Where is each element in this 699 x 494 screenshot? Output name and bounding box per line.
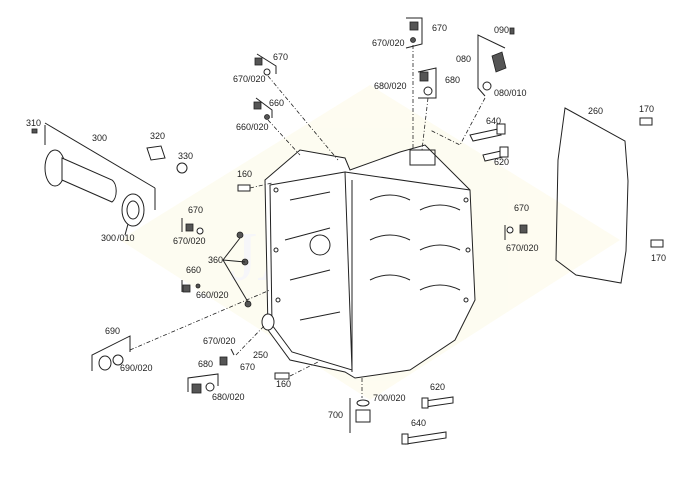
callout-670: 670 [188, 205, 203, 215]
callout-660-020: 660/020 [236, 122, 269, 132]
callout-700-020: 700/020 [373, 393, 406, 403]
callout-250: 250 [253, 350, 268, 360]
callout-680-020: 680/020 [374, 81, 407, 91]
callout-300-010-suffix: /010 [117, 233, 135, 243]
callout-090: 090 [494, 25, 509, 35]
callout-670-020: 670/020 [173, 236, 206, 246]
callout-310: 310 [26, 118, 41, 128]
callout-670-020: 670/020 [203, 336, 236, 346]
callout-670-020: 670/020 [233, 74, 266, 84]
cover-assembly-300 [31, 122, 188, 236]
callout-660-020: 660/020 [196, 290, 229, 300]
callout-640: 640 [486, 116, 501, 126]
callout-690: 690 [105, 326, 120, 336]
callout-670: 670 [514, 203, 529, 213]
callout-670: 670 [432, 23, 447, 33]
callout-670: 670 [273, 52, 288, 62]
callout-700: 700 [328, 410, 343, 420]
callout-680: 680 [445, 75, 460, 85]
callout-690-020: 690/020 [120, 363, 153, 373]
callout-170: 170 [639, 104, 654, 114]
callout-660: 660 [186, 265, 201, 275]
callout-300-010: 300 [101, 233, 116, 243]
callout-labels: 310 300 320 330 300 /010 670 670/020 660… [26, 23, 666, 428]
callout-320: 320 [150, 131, 165, 141]
plugs-and-seals [91, 17, 664, 445]
leader-lines [129, 45, 486, 398]
callout-670: 670 [240, 362, 255, 372]
callout-680: 680 [198, 359, 213, 369]
callout-660: 660 [269, 98, 284, 108]
callout-260: 260 [588, 106, 603, 116]
callout-300: 300 [92, 133, 107, 143]
callout-170: 170 [651, 253, 666, 263]
callout-160: 160 [237, 169, 252, 179]
callout-080: 080 [456, 54, 471, 64]
callout-680-020: 680/020 [212, 392, 245, 402]
callout-670-020: 670/020 [372, 38, 405, 48]
callout-360: 360 [208, 255, 223, 265]
callout-330: 330 [178, 151, 193, 161]
callout-620: 620 [494, 157, 509, 167]
callout-670-020: 670/020 [506, 243, 539, 253]
callout-620: 620 [430, 382, 445, 392]
callout-160: 160 [276, 379, 291, 389]
transmission-housing [261, 144, 476, 379]
callout-080-010: 080/010 [494, 88, 527, 98]
callout-640: 640 [411, 418, 426, 428]
